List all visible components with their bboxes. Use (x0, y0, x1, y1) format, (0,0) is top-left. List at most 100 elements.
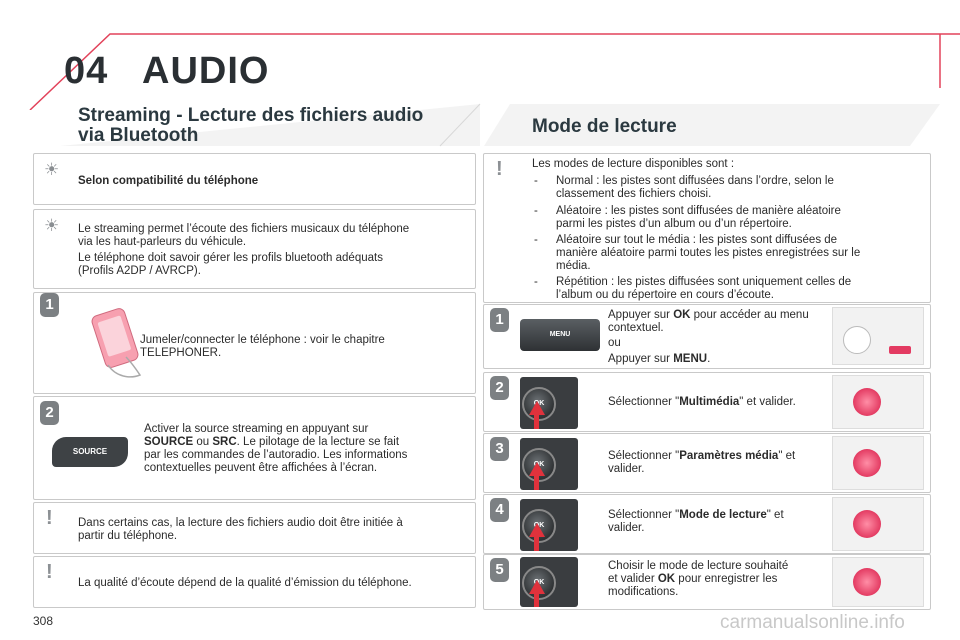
section-header-decor (60, 103, 940, 147)
multimedia-label: Multimédia (679, 396, 740, 408)
right-step1-line4: Appuyer sur MENU. (608, 353, 710, 366)
info-text-4: (Profils A2DP / AVRCP). (78, 265, 201, 277)
mode-dash: - (534, 205, 538, 217)
right-step5-line1: Choisir le mode de lecture souhaité (608, 560, 789, 572)
step-badge-1: 1 (40, 293, 59, 317)
warning-icon: ! (46, 507, 53, 529)
step1-box: 1 Jumeler/connecter le téléphone : voir … (33, 292, 476, 394)
header-accent-line (29, 33, 960, 110)
right-step3-box: 3 OK Sélectionner "Paramètres média" et … (483, 433, 931, 493)
right-step5-line3: modifications. (608, 586, 679, 598)
mode-random-all-1: Aléatoire sur tout le média : les pistes… (556, 234, 838, 246)
page-number: 308 (33, 614, 54, 628)
phone-hand-icon (91, 308, 142, 378)
warning-icon: ! (496, 158, 503, 180)
right-step1-line2: contextuel. (608, 322, 664, 334)
text: " et (778, 450, 796, 462)
right-step2-text: Sélectionner "Multimédia" et valider. (608, 396, 796, 409)
text: " et (766, 509, 784, 521)
mode-dash: - (534, 276, 538, 288)
right-step4-box: 4 OK Sélectionner "Mode de lecture" et v… (483, 494, 931, 554)
step2-text-1: Activer la source streaming en appuyant … (144, 423, 369, 435)
step-badge-1: 1 (490, 308, 509, 332)
text: Sélectionner " (608, 509, 680, 521)
step1-text-2: TELEPHONER. (140, 347, 222, 359)
chapter-number: 04 (64, 50, 109, 92)
mode-dash: - (534, 234, 538, 246)
menu-label: MENU (673, 353, 708, 365)
step-badge-3: 3 (490, 437, 509, 461)
press-arrow-icon (529, 580, 545, 594)
radio-knob (843, 326, 871, 354)
highlighted-knob (853, 449, 881, 477)
src-label: SRC (212, 436, 237, 448)
compat-note-text: Selon compatibilité du téléphone (78, 175, 259, 187)
step2-text-4: contextuelles peuvent être affichées à l… (144, 462, 378, 474)
ok-dial-panel: OK (520, 499, 578, 551)
menu-highlight (889, 346, 911, 354)
press-arrow-stem (534, 590, 539, 607)
mode-random-all-2: manière aléatoire parmi toutes les piste… (556, 247, 861, 259)
chapter-title: AUDIO (142, 50, 270, 92)
info-box: ☀ Le streaming permet l’écoute des fichi… (33, 209, 476, 289)
step2-box: 2 SOURCE Activer la source streaming en … (33, 396, 476, 500)
media-settings-label: Paramètres média (679, 450, 779, 462)
warning1-text-1: Dans certains cas, la lecture des fichie… (78, 517, 403, 529)
step-badge-2: 2 (490, 376, 509, 400)
press-arrow-icon (529, 462, 545, 476)
right-section-title: Mode de lecture (532, 116, 677, 137)
step-badge-4: 4 (490, 498, 509, 522)
or-label: ou (193, 436, 213, 448)
press-arrow-stem (534, 533, 539, 551)
radio-control-panel (832, 497, 924, 551)
play-mode-label: Mode de lecture (679, 509, 767, 521)
ok-label: OK (657, 573, 676, 585)
mode-random-2: parmi les pistes d’un album ou d’un répe… (556, 218, 792, 230)
radio-control-panel (832, 436, 924, 490)
right-step1-box: 1 MENU Appuyer sur OK pour accéder au me… (483, 304, 931, 369)
source-label: SOURCE (144, 436, 194, 448)
mode-repeat-2: l’album ou du répertoire en cours d’écou… (556, 289, 774, 301)
text: Sélectionner " (608, 396, 680, 408)
mode-normal-1: Normal : les pistes sont diffusées dans … (556, 175, 834, 187)
warning-box-1: ! Dans certains cas, la lecture des fich… (33, 502, 476, 554)
warning-box-2: ! La qualité d’écoute dépend de la quali… (33, 556, 476, 608)
left-section-title-line1: Streaming - Lecture des fichiers audio (78, 105, 424, 126)
press-arrow-stem (534, 472, 539, 490)
highlighted-knob (853, 510, 881, 538)
text: . (707, 353, 711, 365)
right-step5-box: 5 OK Choisir le mode de lecture souhaité… (483, 554, 931, 610)
compat-note-box: ☀ Selon compatibilité du téléphone (33, 153, 476, 205)
info-text-1: Le streaming permet l’écoute des fichier… (78, 223, 410, 235)
menu-button[interactable]: MENU (520, 319, 600, 351)
radio-control-panel (832, 375, 924, 429)
text: Sélectionner " (608, 450, 680, 462)
text: pour enregistrer les (675, 573, 778, 585)
text: " et valider. (739, 396, 796, 408)
step2-text-3: par les commandes de l’autoradio. Les in… (144, 449, 408, 461)
modes-box: ! Les modes de lecture disponibles sont … (483, 153, 931, 303)
mode-dash: - (534, 175, 538, 187)
lightbulb-icon: ☀ (44, 160, 60, 179)
info-text-3: Le téléphone doit savoir gérer les profi… (78, 252, 383, 264)
right-step1-or: ou (608, 337, 621, 349)
radio-control-panel (832, 557, 924, 607)
radio-control-panel (832, 307, 924, 365)
step-badge-2: 2 (40, 401, 59, 425)
warning2-text: La qualité d’écoute dépend de la qualité… (78, 577, 412, 589)
watermark: carmanualsonline.info (720, 612, 905, 633)
step-badge-5: 5 (490, 558, 509, 582)
text: pour accéder au menu (690, 309, 809, 321)
info-text-2: via les haut-parleurs du véhicule. (78, 236, 247, 248)
right-step5-line2: et valider OK pour enregistrer les (608, 573, 777, 586)
lightbulb-icon: ☀ (44, 216, 60, 235)
left-section-title-line2: via Bluetooth (78, 125, 199, 146)
ok-dial-panel: OK (520, 377, 578, 429)
warning-icon: ! (46, 561, 53, 583)
text: Appuyer sur (608, 353, 674, 365)
source-button[interactable]: SOURCE (52, 437, 128, 467)
press-arrow-stem (534, 411, 539, 429)
right-step4-line2: valider. (608, 522, 645, 534)
ok-dial-panel: OK (520, 557, 578, 607)
step1-text-1: Jumeler/connecter le téléphone : voir le… (140, 334, 385, 346)
